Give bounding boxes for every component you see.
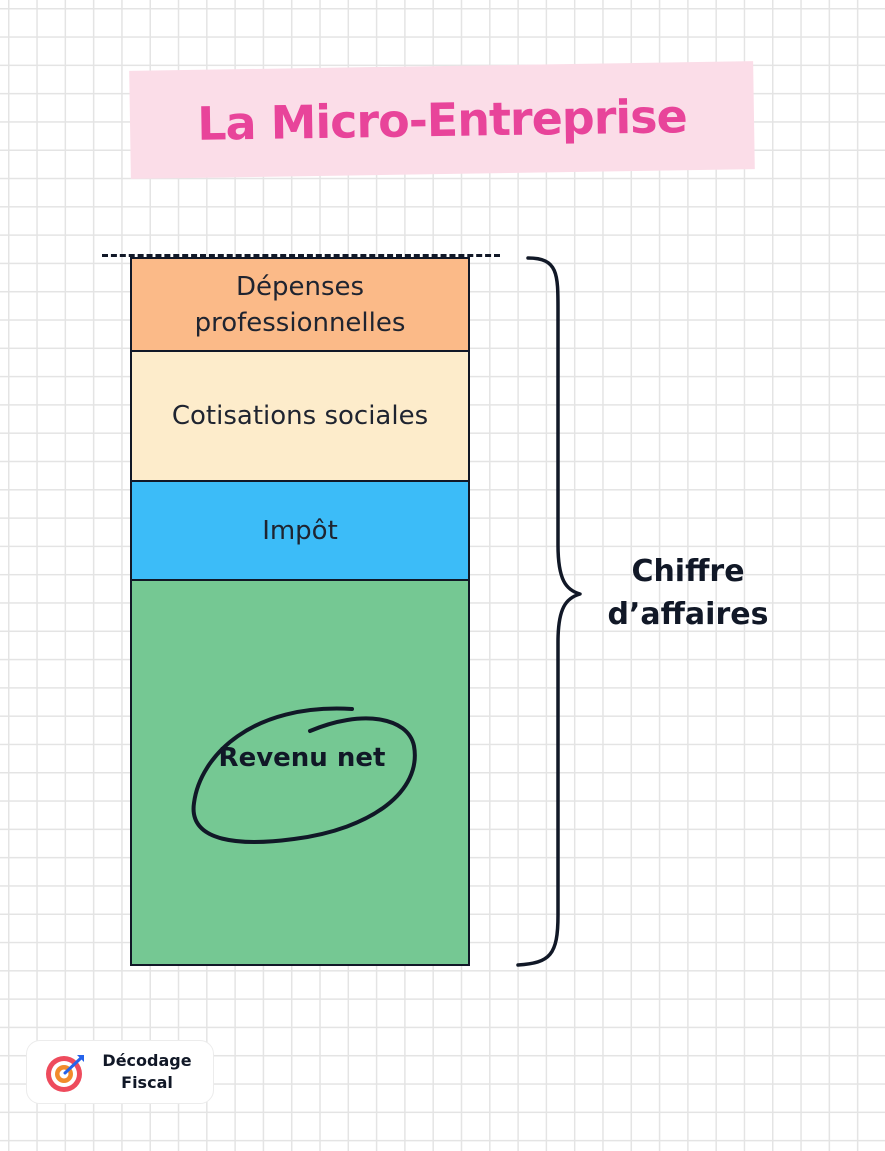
title-banner: La Micro-Entreprise <box>129 61 755 179</box>
logo-line1: Décodage <box>102 1051 192 1070</box>
page-title: La Micro-Entreprise <box>196 89 688 151</box>
logo-line2: Fiscal <box>121 1073 173 1092</box>
block-cotisations: Cotisations sociales <box>132 350 468 480</box>
block-depenses: Dépenses professionnelles <box>132 259 468 350</box>
block-revenu-net-label: Revenu net <box>218 743 386 773</box>
circle-scribble <box>191 706 417 844</box>
block-impot: Impôt <box>132 480 468 579</box>
target-icon <box>46 1055 84 1092</box>
curly-brace <box>516 256 582 967</box>
block-cotisations-label: Cotisations sociales <box>171 401 429 431</box>
block-depenses-label: Dépenses professionnelles <box>194 271 406 338</box>
block-revenu-net: Revenu net <box>132 579 468 964</box>
block-impot-label: Impôt <box>262 515 338 546</box>
logo: Décodage Fiscal <box>26 1040 214 1104</box>
revenue-stack: Dépenses professionnelles Cotisations so… <box>130 257 470 966</box>
brace-label: Chiffre d’affaires <box>607 554 769 632</box>
logo-text: Décodage Fiscal <box>93 1050 201 1094</box>
top-dashed-line <box>102 254 500 257</box>
